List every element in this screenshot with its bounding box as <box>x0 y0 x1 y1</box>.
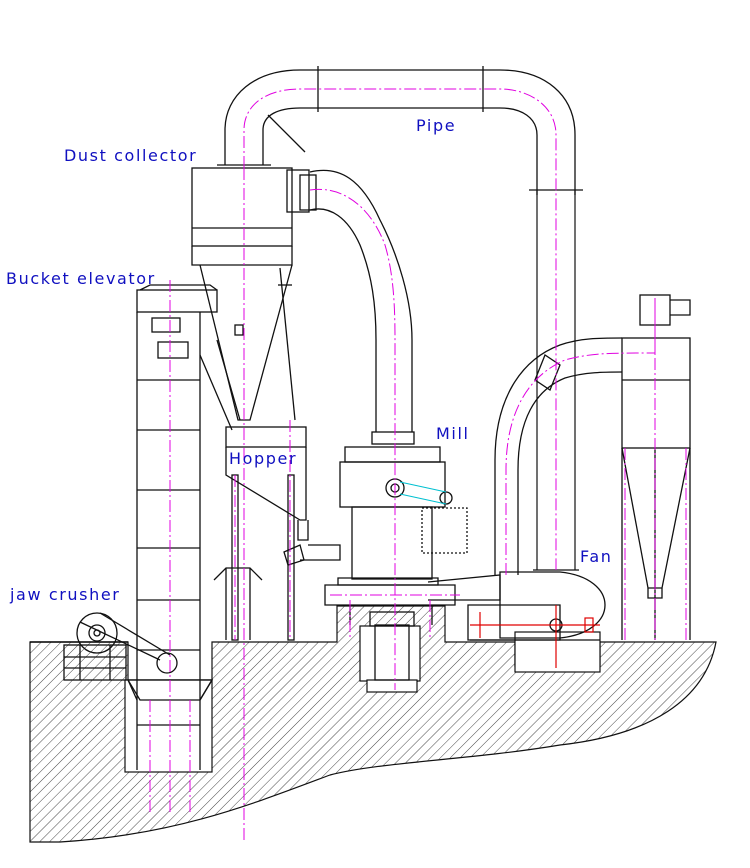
fan <box>427 571 606 641</box>
dust-collector <box>191 167 317 421</box>
label-dust-collector: Dust collector <box>64 146 198 165</box>
jaw-crusher <box>63 612 214 701</box>
main-pipe <box>217 66 583 195</box>
cyclone-separator <box>494 294 691 640</box>
label-bucket-elevator: Bucket elevator <box>6 269 156 288</box>
label-fan: Fan <box>580 547 613 566</box>
grinding-mill <box>324 446 468 681</box>
label-pipe: Pipe <box>416 116 457 135</box>
bucket-elevator <box>127 284 241 770</box>
ground-foundation <box>29 605 717 843</box>
label-mill: Mill <box>436 424 470 443</box>
fan-motor-marks <box>470 605 600 668</box>
mill-outlet-pipe <box>309 169 415 445</box>
centerlines <box>149 88 687 840</box>
label-hopper: Hopper <box>229 449 298 468</box>
label-jaw-crusher: jaw crusher <box>10 585 121 604</box>
mill-drive-belt <box>399 481 447 505</box>
